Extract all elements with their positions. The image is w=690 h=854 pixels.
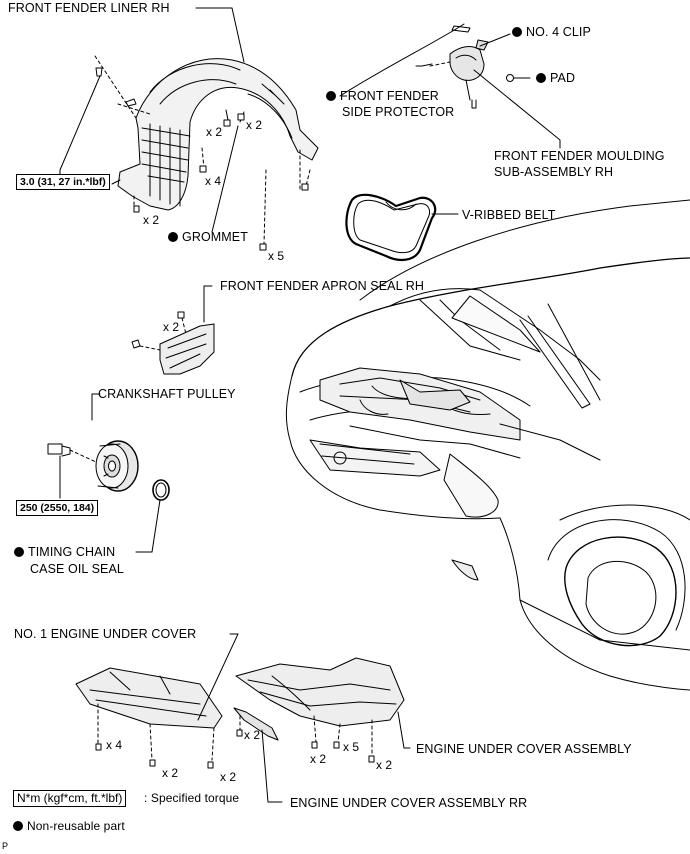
label-grommet-text: GROMMET [182, 230, 248, 244]
engine-under-cover-assembly-part [233, 657, 411, 803]
v-ribbed-belt-part [345, 193, 459, 262]
vehicle-outline [285, 199, 690, 691]
non-reusable-dot-icon [536, 73, 546, 83]
label-apron-seal: FRONT FENDER APRON SEAL RH [220, 279, 425, 293]
liner-fasteners [95, 67, 309, 251]
qty-liner-left-bottom: x 2 [143, 213, 160, 227]
moulding-leaders [339, 23, 561, 149]
front-fender-liner-part [117, 58, 319, 211]
qty-liner-mid-b: x 2 [246, 118, 263, 132]
qty-liner-x5: x 5 [268, 249, 285, 263]
qty-uc1-x2-b: x 2 [220, 770, 237, 784]
crankshaft-pulley-part [47, 393, 170, 553]
qty-assy-x5: x 5 [343, 740, 360, 754]
torque-fender-liner: 3.0 (31, 27 in.*lbf) [16, 174, 110, 190]
qty-assy-x2-a: x 2 [310, 752, 327, 766]
qty-liner-mid-a: x 2 [206, 125, 223, 139]
no1-engine-under-cover-part [75, 633, 239, 769]
non-reusable-dot-icon [13, 821, 23, 831]
qty-rr-x2: x 2 [244, 728, 261, 742]
non-reusable-dot-icon [14, 547, 24, 557]
label-no4-clip-text: NO. 4 CLIP [526, 25, 591, 39]
front-fender-apron-seal-part [131, 285, 215, 375]
label-no4-clip: NO. 4 CLIP [512, 24, 591, 40]
qty-assy-x2-b: x 2 [376, 758, 393, 772]
qty-liner-x4: x 4 [205, 174, 222, 188]
non-reusable-dot-icon [168, 232, 178, 242]
label-engine-under-cover-assembly: ENGINE UNDER COVER ASSEMBLY [416, 742, 632, 756]
legend-non-reusable: Non-reusable part [13, 818, 125, 834]
label-fender-moulding-l1: FRONT FENDER MOULDING [494, 149, 665, 163]
label-pad: PAD [536, 70, 575, 86]
front-fender-moulding-part [415, 25, 514, 109]
qty-apron-x2: x 2 [163, 320, 180, 334]
label-side-protector-l2: SIDE PROTECTOR [342, 105, 455, 119]
legend-torque-unit-box: N*m (kgf*cm, ft.*lbf) [13, 790, 127, 807]
non-reusable-dot-icon [326, 91, 336, 101]
figure-code: P [2, 841, 9, 851]
qty-uc1-x4: x 4 [106, 738, 123, 752]
torque-crankshaft-pulley-bolt: 250 (2550, 184) [16, 500, 99, 516]
qty-uc1-x2-a: x 2 [162, 766, 179, 780]
label-v-ribbed-belt: V-RIBBED BELT [462, 208, 556, 222]
label-front-fender-liner-rh: FRONT FENDER LINER RH [8, 1, 170, 15]
label-side-protector-l1: FRONT FENDER [340, 89, 439, 103]
label-timing-chain-seal-l1: TIMING CHAIN [28, 545, 116, 559]
label-pad-text: PAD [550, 71, 576, 85]
legend-torque-desc: : Specified torque [144, 791, 240, 805]
label-no1-engine-under-cover: NO. 1 ENGINE UNDER COVER [14, 627, 197, 641]
label-grommet: GROMMET [168, 229, 248, 245]
label-timing-chain-seal: TIMING CHAIN [14, 544, 115, 560]
non-reusable-dot-icon [512, 27, 522, 37]
label-crankshaft-pulley: CRANKSHAFT PULLEY [98, 387, 236, 401]
label-fender-moulding-l2: SUB-ASSEMBLY RH [494, 165, 614, 179]
label-timing-chain-seal-l2: CASE OIL SEAL [30, 562, 124, 576]
label-side-protector: FRONT FENDER [326, 88, 439, 104]
legend-non-reusable-text: Non-reusable part [27, 819, 125, 833]
label-engine-under-cover-assembly-rr: ENGINE UNDER COVER ASSEMBLY RR [290, 796, 528, 810]
